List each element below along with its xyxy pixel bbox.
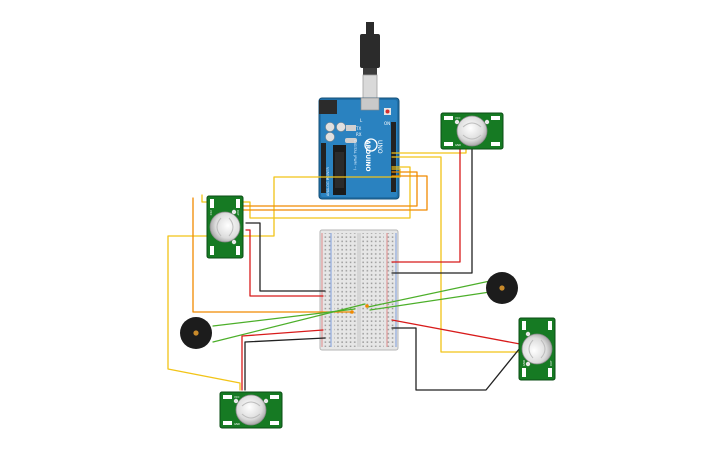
- piezo-buzzer-left[interactable]: [180, 317, 212, 349]
- pir-pin-label: GND: [455, 143, 461, 147]
- infinity-logo: [364, 138, 378, 152]
- wire-vcc-pir-left[interactable]: [245, 229, 324, 297]
- pir-sensor-right[interactable]: GND OUT: [518, 317, 556, 381]
- pir-pin-label: OUT: [236, 210, 240, 216]
- power-label: POWER: [326, 166, 330, 180]
- rx-led-label: RX: [356, 132, 362, 137]
- wire-signal-arduino-to-pir-left[interactable]: [201, 166, 411, 219]
- wire-orange-1[interactable]: [239, 171, 418, 207]
- wire-vcc-pir-bottom[interactable]: [241, 329, 324, 391]
- pir-pin-label: VCC: [209, 210, 213, 216]
- pir-pin-label: GND: [522, 360, 526, 366]
- wire-buzzer-right-2[interactable]: [369, 291, 491, 311]
- usb-cable: [360, 22, 380, 100]
- on-led-label: ON: [384, 121, 390, 126]
- wire-gnd-pir-right[interactable]: [391, 327, 521, 391]
- wire-vcc-pir-right[interactable]: [391, 319, 521, 345]
- arduino-logo-text: ARDUINO: [364, 140, 371, 171]
- pir-sensor-left[interactable]: OUT VCC: [206, 195, 244, 259]
- pir-pin-label: GND: [234, 422, 240, 426]
- wire-gnd-pir-top[interactable]: [391, 147, 473, 274]
- pir-sensor-top[interactable]: VCC GND: [440, 112, 504, 150]
- wire-signal-arduino-to-pir-right[interactable]: [391, 156, 521, 353]
- wire-buzzer-right-1[interactable]: [367, 280, 491, 308]
- tx-led-label: TX: [355, 126, 361, 131]
- wire-gnd-pir-left[interactable]: [245, 222, 326, 292]
- usb-port: [360, 97, 380, 111]
- digital-label: DIGITAL (PWM ~): [353, 140, 357, 171]
- pir-pin-label: VCC: [455, 116, 461, 120]
- breadboard[interactable]: [319, 229, 399, 351]
- wire-gnd-pir-bottom[interactable]: [244, 337, 326, 391]
- piezo-buzzer-right[interactable]: [486, 272, 518, 304]
- uno-label: UNO: [376, 140, 383, 154]
- wire-vcc-pir-top[interactable]: [391, 147, 461, 263]
- wire-orange-2[interactable]: [241, 175, 428, 211]
- power-jack: [319, 100, 337, 114]
- pir-sensor-bottom[interactable]: VCC GND: [219, 391, 283, 429]
- power-analog-header[interactable]: [321, 143, 326, 193]
- wires: [167, 145, 521, 391]
- wire-orange-3[interactable]: [192, 197, 353, 313]
- wire-buzzer-left-2[interactable]: [212, 303, 366, 343]
- pir-pin-label: VCC: [234, 395, 240, 399]
- pir-pin-label: OUT: [549, 360, 553, 366]
- l-led-label: L: [360, 118, 363, 123]
- arduino-uno-board[interactable]: ARDUINO UNO DIGITAL (PWM ~) L TX RX ON P…: [318, 97, 400, 200]
- analog-label: ANALOG IN: [326, 176, 330, 196]
